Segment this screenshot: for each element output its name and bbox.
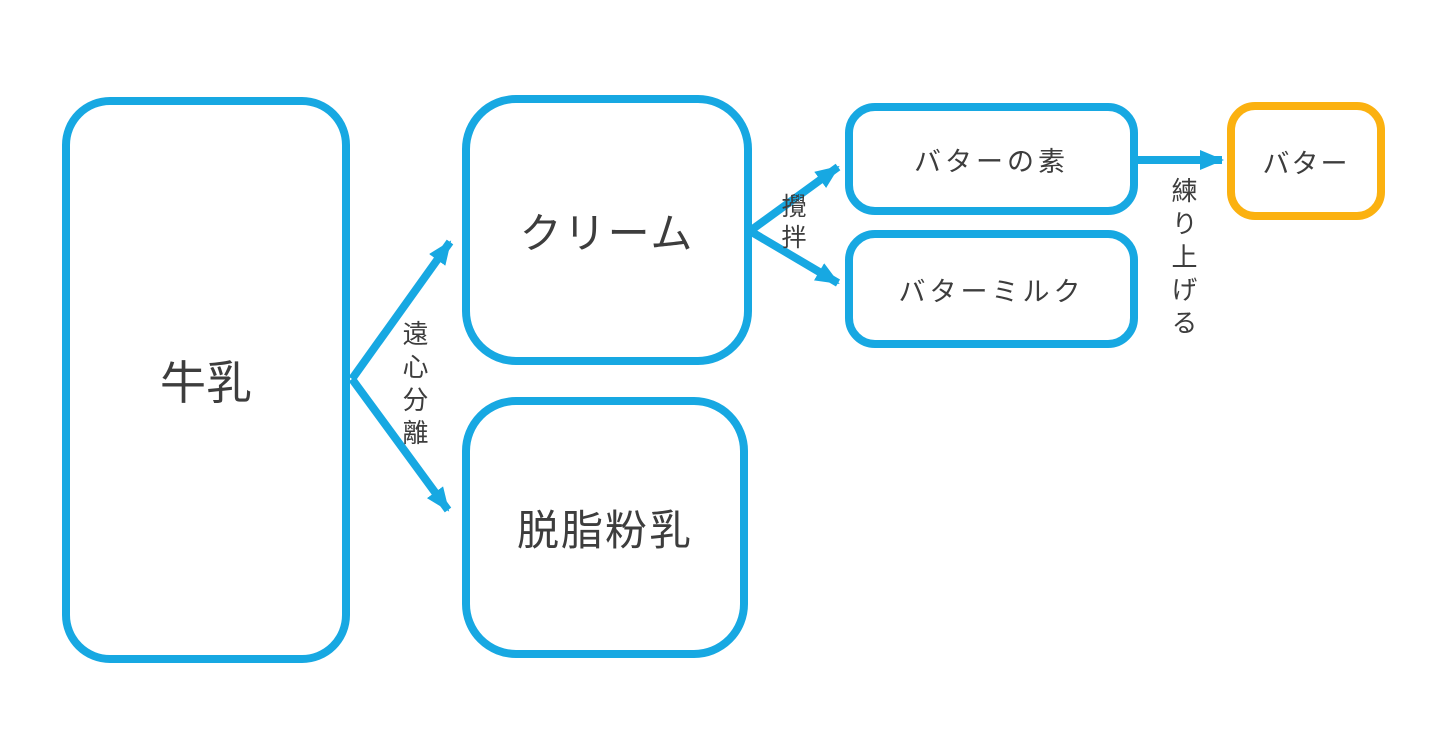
node-butter: バター [1227,102,1385,220]
edge-label-kneading: 練り上げる [1168,177,1198,342]
edge-label-churning: 攪拌 [778,193,806,255]
node-butter-label: バター [1262,148,1350,179]
node-buttermilk-label: バターミルク [898,276,1085,307]
node-milk-label: 牛乳 [160,357,252,409]
node-skim-milk-powder: 脱脂粉乳 [462,397,748,658]
node-butter-base: バターの素 [845,103,1138,215]
node-cream-label: クリーム [519,209,695,257]
node-buttermilk: バターミルク [845,230,1138,348]
node-cream: クリーム [462,95,752,365]
node-butter-base-label: バターの素 [914,146,1069,177]
edge-label-centrifugal-separation: 遠心分離 [399,320,429,452]
node-milk: 牛乳 [62,97,350,663]
node-skim-milk-powder-label: 脱脂粉乳 [516,507,693,554]
